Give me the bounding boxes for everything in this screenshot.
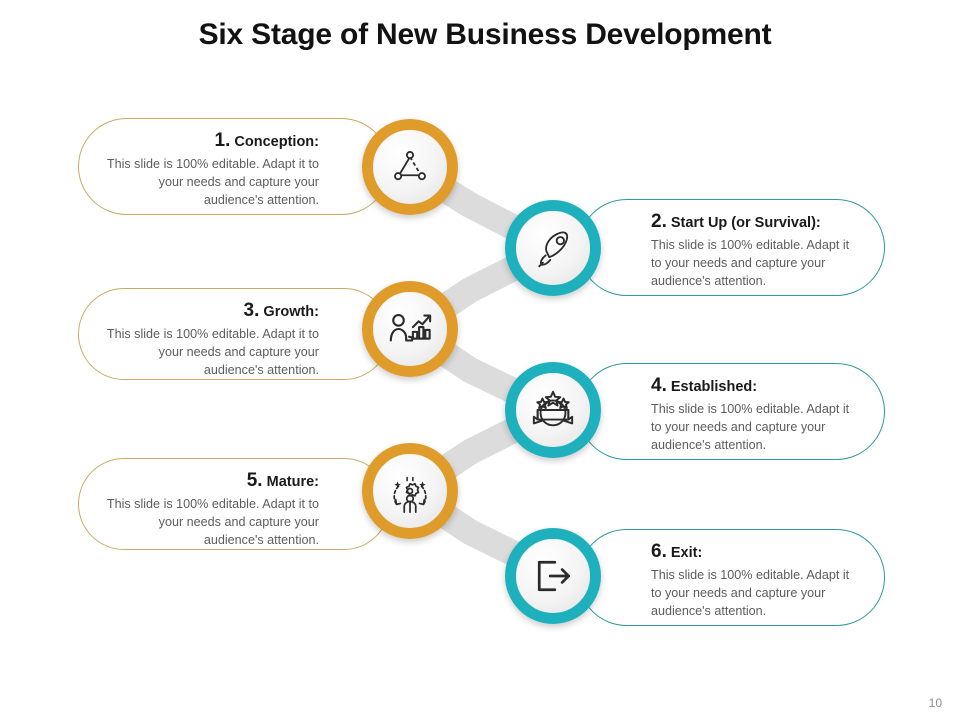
stage-callout-4[interactable]: 4. Established: This slide is 100% edita…	[578, 363, 885, 460]
stage-heading-5: 5. Mature:	[103, 469, 319, 493]
page-title: Six Stage of New Business Development	[198, 18, 772, 51]
stage-title-1: Conception:	[234, 134, 319, 150]
stage-heading-1: 1. Conception:	[103, 129, 319, 153]
triangle-network-icon	[394, 151, 426, 181]
stage-callout-2[interactable]: 2. Start Up (or Survival): This slide is…	[578, 199, 885, 296]
stage-number-2: 2.	[651, 211, 667, 232]
stage-title-4: Established:	[670, 379, 758, 395]
stage-number-3: 3.	[243, 300, 260, 321]
stage-title-5: Mature:	[266, 474, 319, 490]
stage-icon-circle-2[interactable]	[505, 200, 601, 296]
stage-body-1: This slide is 100% editable. Adapt it to…	[106, 156, 319, 207]
stage-icon-circle-1[interactable]	[362, 119, 458, 215]
stage-callout-1[interactable]: 1. Conception: This slide is 100% editab…	[78, 118, 390, 215]
stage-number-5: 5.	[246, 470, 263, 491]
stage-callout-6[interactable]: 6. Exit: This slide is 100% editable. Ad…	[578, 529, 885, 626]
stage-body-2: This slide is 100% editable. Adapt it to…	[651, 237, 850, 288]
stage-title-3: Growth:	[263, 304, 319, 320]
award-badge-ribbon-stars-icon	[532, 390, 574, 427]
stage-heading-6: 6. Exit:	[651, 540, 858, 564]
stage-number-6: 6.	[651, 541, 667, 562]
stage-number-1: 1.	[214, 130, 231, 151]
stage-title-2: Start Up (or Survival):	[670, 215, 821, 231]
person-bar-chart-growth-icon	[389, 314, 432, 342]
stage-icon-circle-4[interactable]	[505, 362, 601, 458]
stage-heading-4: 4. Established:	[651, 374, 858, 398]
stage-heading-3: 3. Growth:	[103, 299, 319, 323]
stage-body-6: This slide is 100% editable. Adapt it to…	[651, 567, 850, 618]
stage-body-3: This slide is 100% editable. Adapt it to…	[106, 326, 319, 377]
stage-body-5: This slide is 100% editable. Adapt it to…	[106, 496, 319, 547]
stage-icon-circle-3[interactable]	[362, 281, 458, 377]
page-number: 10	[928, 696, 942, 710]
stage-callout-3[interactable]: 3. Growth: This slide is 100% editable. …	[78, 288, 390, 380]
stage-number-4: 4.	[651, 375, 667, 396]
stage-icon-circle-6[interactable]	[505, 528, 601, 624]
stage-heading-2: 2. Start Up (or Survival):	[651, 210, 858, 234]
stage-body-4: This slide is 100% editable. Adapt it to…	[651, 401, 850, 452]
stage-icon-circle-5[interactable]	[362, 443, 458, 539]
person-gear-cycle-icon	[393, 476, 427, 513]
stage-title-6: Exit:	[670, 545, 703, 561]
exit-door-arrow-icon	[537, 560, 570, 592]
stage-callout-5[interactable]: 5. Mature: This slide is 100% editable. …	[78, 458, 390, 550]
rocket-icon	[538, 231, 569, 268]
